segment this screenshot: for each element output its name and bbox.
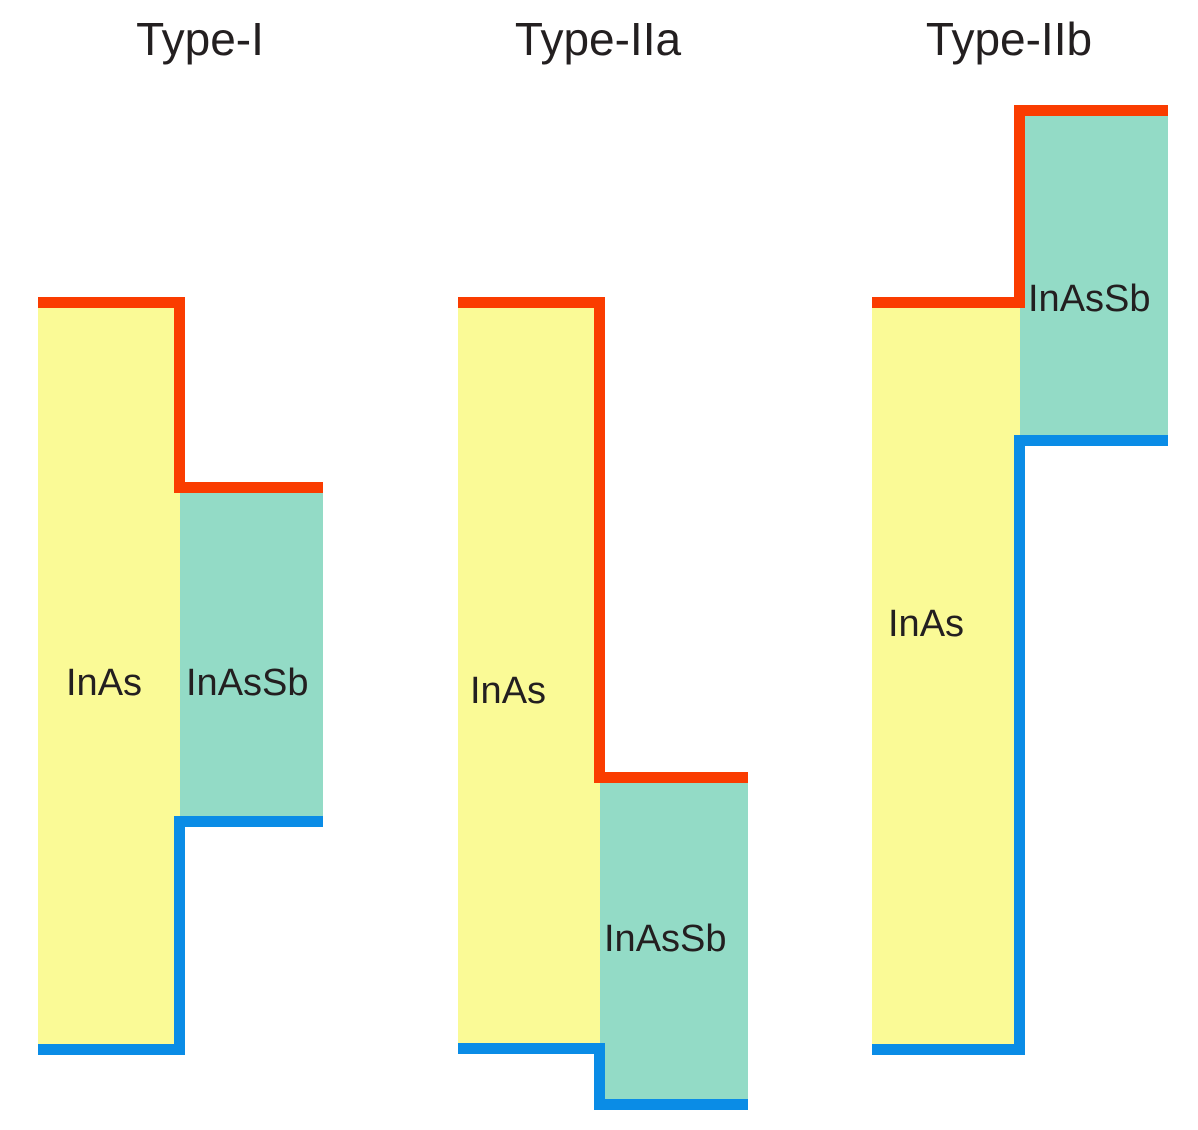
valence-band-inas-type-iib xyxy=(872,1044,1025,1055)
material-label-inas-type-i: InAs xyxy=(66,662,143,704)
panel-type-iia: Type-IIa xyxy=(398,0,798,1130)
panel-title-type-i: Type-I xyxy=(136,13,264,65)
panel-title-type-iib: Type-IIb xyxy=(925,13,1093,65)
region-inas-type-i xyxy=(38,307,180,1050)
valence-band-step-type-i xyxy=(174,816,185,1055)
panel-type-iib: Type-IIb xyxy=(820,0,1198,1130)
conduction-band-step-type-i xyxy=(174,297,185,493)
conduction-band-inas-type-iia xyxy=(458,297,605,308)
region-inassb-type-i xyxy=(180,492,323,816)
conduction-band-inassb-type-iib xyxy=(1014,105,1168,116)
valence-band-inas-type-iia xyxy=(458,1043,605,1054)
panel-title-type-iia: Type-IIa xyxy=(514,13,682,65)
region-inas-type-iib xyxy=(872,307,1020,1050)
region-inassb-type-iia xyxy=(600,782,748,1105)
conduction-band-inas-type-iib xyxy=(872,297,1025,308)
region-inassb-type-iib xyxy=(1020,115,1168,440)
conduction-band-step-type-iia xyxy=(594,297,605,783)
material-label-inas-type-iib: InAs xyxy=(888,603,965,645)
valence-band-step-type-iia xyxy=(594,1043,605,1110)
valence-band-inassb-type-i xyxy=(174,816,323,827)
valence-band-inas-type-i xyxy=(38,1044,185,1055)
conduction-band-inassb-type-i xyxy=(174,482,323,493)
valence-band-inassb-type-iib xyxy=(1014,435,1168,446)
material-label-inassb-type-iia: InAsSb xyxy=(604,918,727,960)
region-inas-type-iia xyxy=(458,307,600,1048)
conduction-band-step-type-iib xyxy=(1014,105,1025,308)
conduction-band-inas-type-i xyxy=(38,297,185,308)
panel-type-i: Type-I InAs InAsSb xyxy=(0,0,400,1130)
material-label-inassb-type-iib: InAsSb xyxy=(1028,278,1151,320)
valence-band-inassb-type-iia xyxy=(594,1099,748,1110)
valence-band-step-type-iib xyxy=(1014,435,1025,1055)
conduction-band-inassb-type-iia xyxy=(594,772,748,783)
material-label-inas-type-iia: InAs xyxy=(470,670,547,712)
material-label-inassb-type-i: InAsSb xyxy=(186,662,309,704)
